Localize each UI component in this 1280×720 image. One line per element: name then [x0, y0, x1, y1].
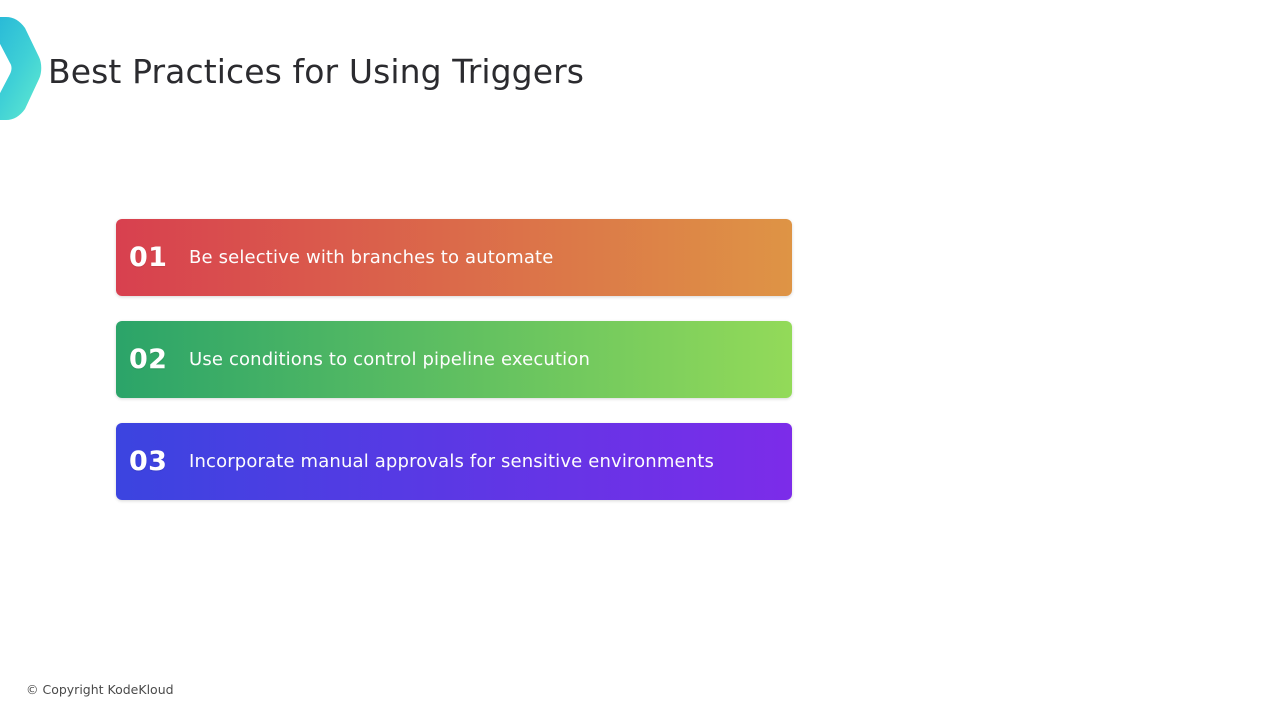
list-item-label: Use conditions to control pipeline execu… [189, 349, 591, 370]
list-item-label: Be selective with branches to automate [189, 247, 554, 268]
list-item[interactable]: 03 Incorporate manual approvals for sens… [116, 423, 792, 500]
best-practices-list: 01 Be selective with branches to automat… [116, 219, 792, 500]
list-item-number: 03 [129, 446, 168, 477]
list-item-label: Incorporate manual approvals for sensiti… [189, 451, 715, 472]
page-title: Best Practices for Using Triggers [48, 52, 585, 91]
footer-copyright: © Copyright KodeKloud [26, 682, 174, 697]
list-item[interactable]: 02 Use conditions to control pipeline ex… [116, 321, 792, 398]
list-item-number: 01 [129, 242, 168, 273]
list-item[interactable]: 01 Be selective with branches to automat… [116, 219, 792, 296]
list-item-number: 02 [129, 344, 168, 375]
kodekloud-chevron-logo-icon [0, 17, 42, 120]
